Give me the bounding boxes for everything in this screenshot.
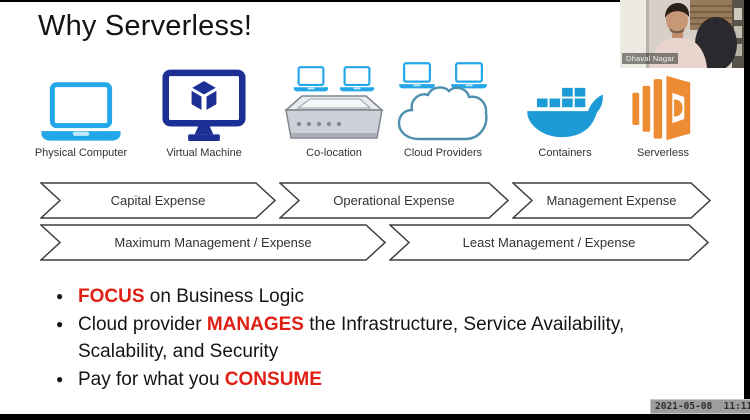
evolution-item-cloud-providers: Cloud Providers [388, 62, 498, 159]
evolution-item-label: Physical Computer [34, 147, 128, 159]
arrow-label: Operational Expense [333, 193, 455, 208]
webcam-video [620, 0, 744, 68]
bullet-list: ● FOCUS on Business Logic ● Cloud provid… [42, 283, 682, 393]
slide-title: Why Serverless! [38, 10, 253, 42]
evolution-item-label: Serverless [637, 147, 689, 159]
bullet-text: FOCUS on Business Logic [78, 286, 304, 307]
webcam-tile[interactable]: Dhaval Nagar [620, 0, 744, 68]
arrow-label: Least Management / Expense [462, 235, 636, 250]
evolution-item-containers: Containers [510, 64, 620, 159]
bullet-dot: ● [56, 371, 64, 386]
docker-whale-icon [510, 64, 620, 142]
evolution-item-physical-computer: Physical Computer [18, 64, 144, 159]
evolution-item-label: Co-location [306, 147, 362, 159]
highlight-word: MANAGES [206, 313, 304, 335]
highlight-word: FOCUS [78, 286, 145, 307]
participant-name-label: Dhaval Nagar [622, 53, 679, 64]
laptop-icon [18, 64, 144, 142]
bullet-item: ● Cloud provider MANAGES the Infrastruct… [42, 311, 682, 366]
bullet-text: Pay for what you CONSUME [78, 368, 322, 390]
recording-timestamp: 2021-05-08 11:11:38 [650, 399, 750, 414]
serverless-lambda-icon [616, 64, 710, 142]
bullet-item: ● Pay for what you CONSUME [42, 366, 682, 394]
letterbox-right [744, 0, 750, 420]
bullet-item: ● FOCUS on Business Logic [42, 283, 682, 311]
arrow-capital-expense: Capital Expense [40, 182, 276, 219]
colocation-server-icon [278, 64, 390, 142]
arrow-label: Maximum Management / Expense [114, 235, 312, 250]
evolution-item-label: Virtual Machine [166, 147, 242, 159]
arrow-label: Capital Expense [110, 193, 206, 208]
arrow-label: Management Expense [546, 193, 677, 208]
arrow-least-management-expense: Least Management / Expense [389, 224, 709, 261]
evolution-item-serverless: Serverless [616, 64, 710, 159]
evolution-item-virtual-machine: Virtual Machine [152, 64, 256, 159]
evolution-item-label: Cloud Providers [403, 147, 483, 159]
arrow-operational-expense: Operational Expense [279, 182, 509, 219]
highlight-word: CONSUME [224, 368, 322, 390]
arrow-maximum-management-expense: Maximum Management / Expense [40, 224, 386, 261]
cloud-providers-icon [388, 62, 498, 142]
bullet-text: Cloud provider MANAGES the Infrastructur… [78, 313, 625, 363]
virtual-machine-icon [152, 64, 256, 142]
letterbox-bottom [0, 414, 750, 420]
evolution-item-label: Containers [538, 147, 592, 159]
bullet-dot: ● [56, 316, 64, 331]
arrow-management-expense: Management Expense [512, 182, 711, 219]
letterbox-top [0, 0, 750, 2]
evolution-item-colocation: Co-location [278, 64, 390, 159]
bullet-dot: ● [56, 289, 64, 303]
